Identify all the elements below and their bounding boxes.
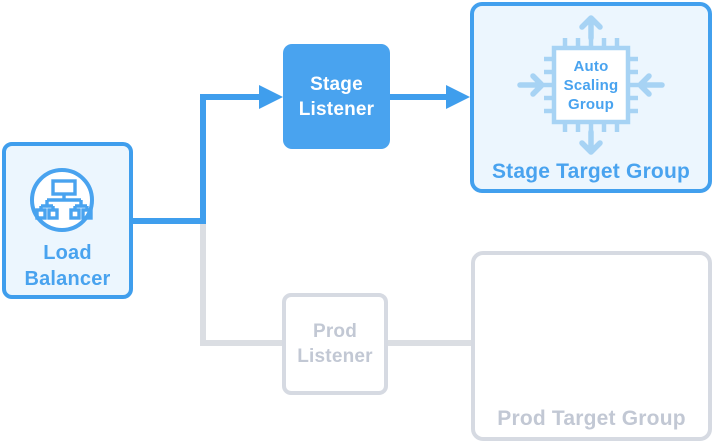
- prod-target-group-label: Prod Target Group: [497, 407, 686, 430]
- scale-in-right-arrow-icon: [637, 73, 665, 97]
- node-prod-target-group: Prod Target Group: [471, 251, 712, 441]
- arrowhead-icon: [259, 85, 283, 109]
- prod-listener-label: Prod Listener: [297, 321, 373, 367]
- node-load-balancer: Load Balancer: [2, 142, 133, 299]
- node-stage-listener: Stage Listener: [283, 44, 390, 149]
- edge-loadbalancer-to-prodlistener: [200, 221, 282, 346]
- node-stage-target-group: Auto Scaling Group Stage Target Group: [470, 2, 712, 193]
- scale-in-left-arrow-icon: [517, 73, 545, 97]
- load-balancer-icon: [30, 168, 94, 232]
- node-prod-listener: Prod Listener: [282, 293, 388, 395]
- edge-loadbalancer-to-stagelistener: [130, 94, 261, 224]
- auto-scaling-group-label: Auto Scaling Group: [563, 57, 619, 113]
- arrowhead-icon: [446, 85, 470, 109]
- auto-scaling-chip-icon: [517, 15, 665, 155]
- load-balancer-label: Load Balancer: [24, 242, 111, 290]
- stage-target-group-label: Stage Target Group: [491, 160, 691, 183]
- scale-down-arrow-icon: [579, 129, 603, 155]
- stage-listener-label: Stage Listener: [298, 73, 375, 120]
- scale-up-arrow-icon: [579, 15, 603, 41]
